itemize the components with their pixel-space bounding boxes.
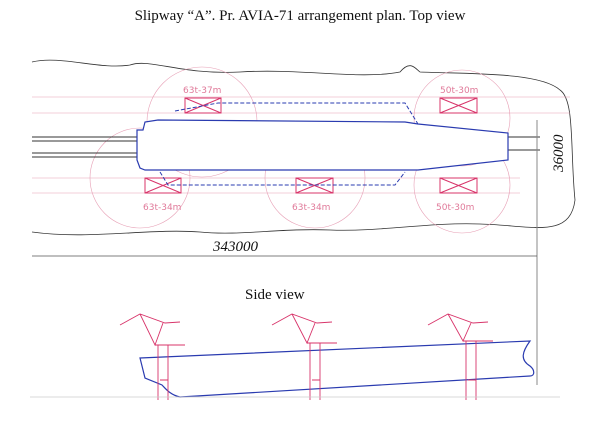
side-view-title: Side view (245, 287, 305, 303)
ship-hull-top (136, 119, 509, 171)
flight-deck-outline (159, 102, 419, 186)
launch-tracks (32, 136, 540, 158)
crane-label: 63t-37m (183, 86, 221, 96)
side-view (30, 313, 560, 400)
crane-side (119, 313, 493, 400)
ship-hull-side (139, 340, 535, 398)
crane-label: 50t-30m (440, 86, 478, 96)
diagram-title: Slipway “A”. Pr. AVIA-71 arrangement pla… (134, 8, 466, 24)
crane-label: 63t-34m (143, 203, 181, 213)
width-dimension: 36000 (551, 134, 567, 173)
crane-label: 63t-34m (292, 203, 330, 213)
crane-positions (144, 97, 478, 194)
crane-label: 50t-30m (436, 203, 474, 213)
length-dimension: 343000 (212, 239, 259, 255)
slipway-outline (31, 59, 576, 236)
